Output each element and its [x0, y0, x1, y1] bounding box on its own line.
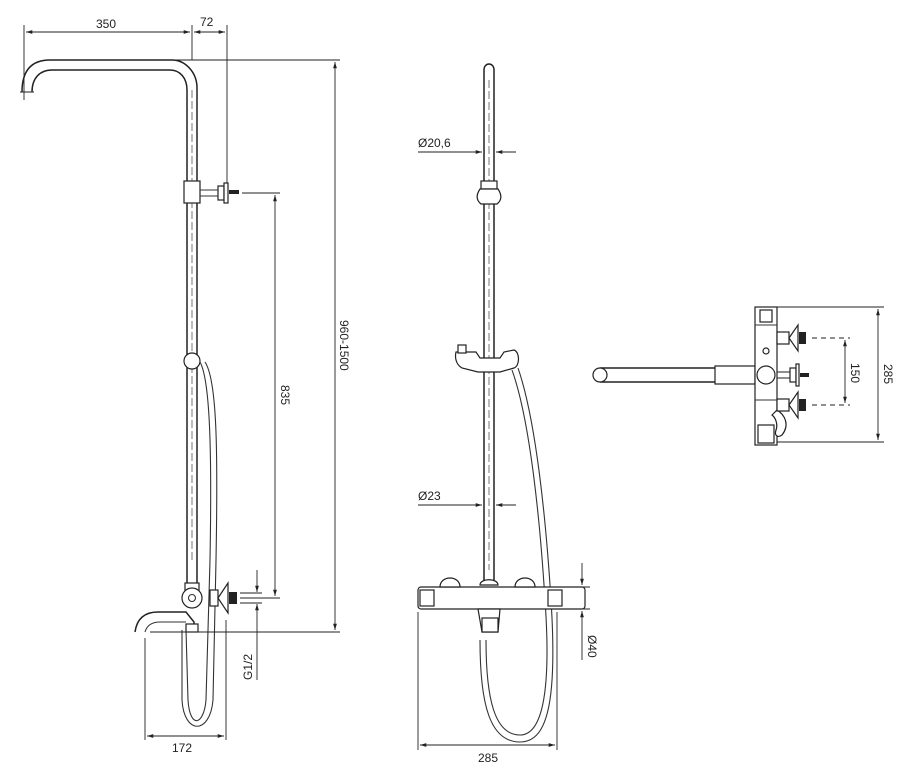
- front-view: 350 72 960-1500 835 G1/2 172: [20, 15, 351, 755]
- side-view: Ø20,6 Ø23 Ø40 285: [417, 63, 599, 765]
- dim-172: 172: [172, 741, 192, 755]
- dim-835: 835: [278, 385, 292, 405]
- dim-960-1500: 960-1500: [337, 320, 351, 371]
- dim-d20-6: Ø20,6: [418, 136, 451, 150]
- dim-d40: Ø40: [585, 635, 599, 658]
- dim-285-top: 285: [881, 364, 895, 384]
- dim-72: 72: [200, 15, 214, 29]
- dim-d23: Ø23: [418, 489, 441, 503]
- top-view: 150 285: [592, 306, 895, 446]
- dim-150: 150: [848, 363, 862, 383]
- dim-350: 350: [96, 17, 116, 31]
- dim-285-side: 285: [478, 751, 498, 765]
- dim-g12: G1/2: [241, 654, 255, 680]
